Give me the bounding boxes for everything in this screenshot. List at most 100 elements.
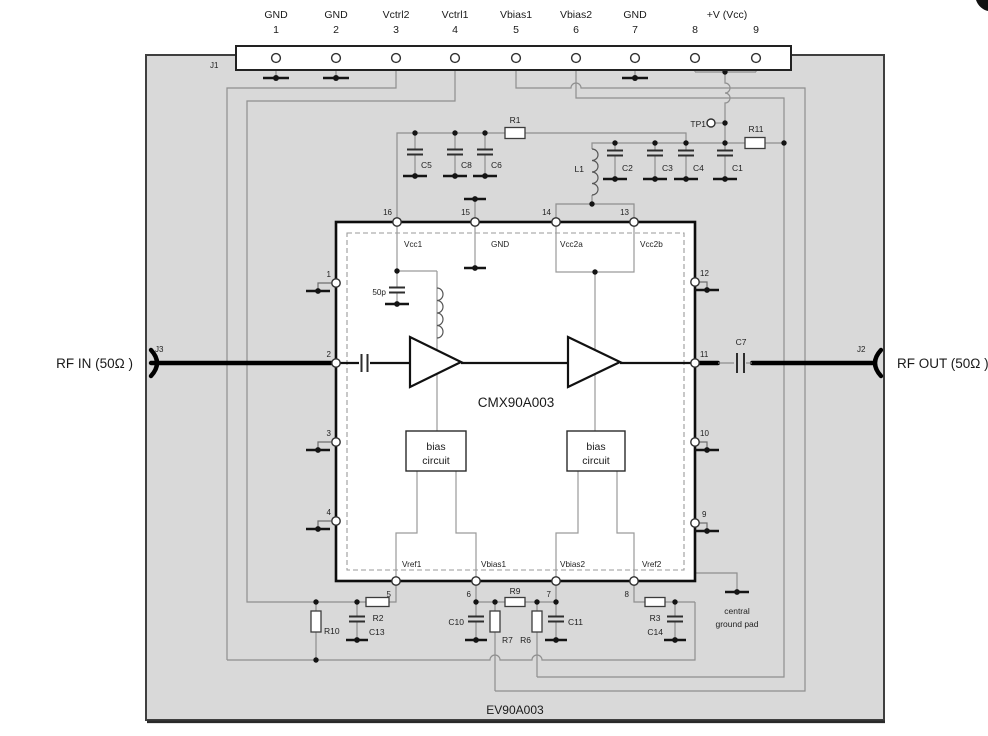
j1-pin-7 xyxy=(629,52,641,64)
ground-symbol xyxy=(306,288,330,294)
wire-vctrl1 xyxy=(246,63,456,603)
capacitors xyxy=(349,148,733,623)
chip-label-vref2: Vref2 xyxy=(642,560,662,569)
chip-pins xyxy=(331,217,700,586)
bias-circuit-box-1 xyxy=(405,430,467,472)
chip-pin-13 xyxy=(629,217,639,227)
ground-symbol xyxy=(473,173,497,179)
label-r1: R1 xyxy=(510,115,521,125)
ground-symbol xyxy=(464,196,486,202)
ground-symbol xyxy=(346,637,368,643)
pin-num-4: 4 xyxy=(327,508,332,517)
chip-internals xyxy=(336,226,695,577)
chip-pin-16 xyxy=(392,217,402,227)
pin-num-9: 9 xyxy=(702,510,707,519)
pin-num-10: 10 xyxy=(700,429,709,438)
ground-symbol xyxy=(695,528,719,534)
inductor-l1 xyxy=(591,148,599,196)
chip-dashed-border xyxy=(346,232,685,571)
cap-c1 xyxy=(717,149,733,157)
label-c3: C3 xyxy=(662,163,673,173)
pin-num-13: 13 xyxy=(620,208,629,217)
cap-c5 xyxy=(407,148,423,156)
cap-c3 xyxy=(647,149,663,157)
j1-pin-4 xyxy=(449,52,461,64)
pin-num-12: 12 xyxy=(700,269,709,278)
label-c1: C1 xyxy=(732,163,743,173)
j1-pin-2 xyxy=(330,52,342,64)
ground-symbol xyxy=(323,75,349,81)
label-r10: R10 xyxy=(324,626,340,636)
j1-num-9: 9 xyxy=(753,24,759,36)
label-c5: C5 xyxy=(421,160,432,170)
stubs-c5-c8-c6 xyxy=(414,133,486,176)
j1-name-1: GND xyxy=(264,9,288,21)
bias-legs xyxy=(395,471,635,577)
resistors xyxy=(310,126,766,633)
ground-symbols xyxy=(263,75,749,643)
chip-pin-3 xyxy=(331,437,341,447)
cluster-vbias xyxy=(475,585,557,691)
inductor-internal xyxy=(436,287,444,339)
wire-vbias1 xyxy=(495,63,806,692)
ground-symbol xyxy=(603,176,627,182)
ground-symbol xyxy=(306,447,330,453)
bias-circuit-1-line1: bias xyxy=(426,441,445,453)
label-l1: L1 xyxy=(575,164,585,174)
label-c8: C8 xyxy=(461,160,472,170)
chip-part-number: CMX90A003 xyxy=(478,395,555,410)
j1-pin-5 xyxy=(510,52,522,64)
j1-name-5: Vbias1 xyxy=(500,9,532,21)
bias-circuit-box-2 xyxy=(566,430,626,472)
j1-pin-3 xyxy=(390,52,402,64)
ground-symbol xyxy=(385,265,486,307)
pin-num-3: 3 xyxy=(327,429,332,438)
chip-pin-1 xyxy=(331,278,341,288)
pin-num-5: 5 xyxy=(387,590,392,599)
chip-pin-10 xyxy=(690,437,700,447)
pin-num-14: 14 xyxy=(542,208,551,217)
j1-num-7: 7 xyxy=(632,24,638,36)
wire-vctrl2 xyxy=(226,63,397,660)
pin-ground-stubs xyxy=(306,281,719,534)
rf-out-label: RF OUT (50Ω ) xyxy=(897,356,988,371)
chip-pin-11 xyxy=(690,358,700,368)
chip-label-vbias1: Vbias1 xyxy=(481,560,506,569)
rail-vcc2 xyxy=(591,142,784,149)
j1-num-4: 4 xyxy=(452,24,458,36)
pin-num-1: 1 xyxy=(327,270,332,279)
ground-symbol xyxy=(695,447,719,453)
label-c10: C10 xyxy=(448,617,464,627)
tp1-testpoint xyxy=(706,118,716,128)
ground-symbol xyxy=(465,637,487,643)
ground-symbol xyxy=(545,637,567,643)
chip-pin-8 xyxy=(629,576,639,586)
chip-label-vcc2b: Vcc2b xyxy=(640,240,663,249)
label-tp1: TP1 xyxy=(690,119,706,129)
pin-num-2: 2 xyxy=(327,350,332,359)
j1-num-3: 3 xyxy=(393,24,399,36)
ground-symbol xyxy=(674,176,698,182)
j2-ref: J2 xyxy=(857,345,866,354)
rf-in-label: RF IN (50Ω ) xyxy=(56,356,133,371)
resistor-r3 xyxy=(644,596,666,608)
label-r6: R6 xyxy=(520,635,531,645)
j1-num-6: 6 xyxy=(573,24,579,36)
j1-name-2: GND xyxy=(324,9,348,21)
label-c4: C4 xyxy=(693,163,704,173)
labels: GND GND Vctrl2 Vctrl1 Vbias1 Vbias2 GND … xyxy=(56,9,988,717)
ground-symbol xyxy=(695,287,719,293)
pin-num-11: 11 xyxy=(700,350,709,359)
chip-pin-5 xyxy=(391,576,401,586)
cap-50p-label: 50p xyxy=(372,288,386,297)
cap-c4 xyxy=(678,149,694,157)
chip-pin-12 xyxy=(690,277,700,287)
j1-ref: J1 xyxy=(210,61,219,70)
chip-pin-14 xyxy=(551,217,561,227)
central-ground-label-1: central xyxy=(724,606,750,616)
cap-c8 xyxy=(447,148,463,156)
chip-label-vbias2: Vbias2 xyxy=(560,560,585,569)
ground-symbol xyxy=(306,526,330,532)
